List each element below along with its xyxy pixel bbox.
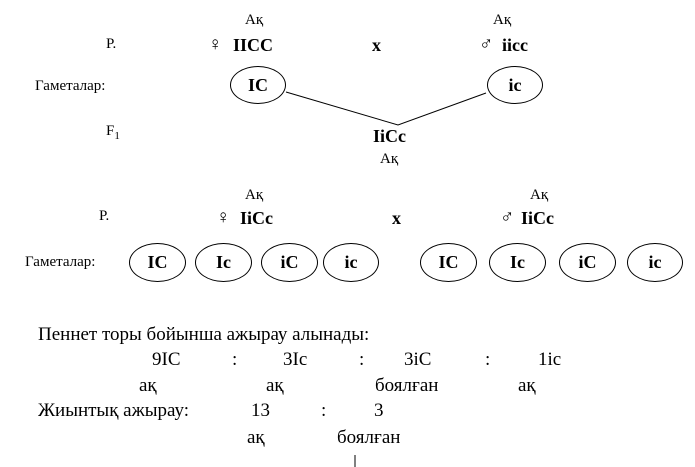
phenotype: боялған [375,375,439,396]
ratio-item: 9IC [152,349,181,370]
female-sign-icon: ♀ [208,34,223,55]
male-sign-icon: ♂ [479,34,494,55]
p-label: Р. [99,208,110,224]
total-ratio-separator: : [321,400,327,421]
male-genotype: iicc [502,35,528,55]
gametes-label: Гаметалар: [25,254,96,270]
ratio-separator: : [485,349,491,370]
p-label: Р. [106,36,117,52]
total-phenotype: боялған [337,427,401,448]
female-genotype: IiCc [240,208,273,228]
f1-label-text: F [106,123,115,139]
male-sign-icon: ♂ [500,207,515,228]
female-gamete: ic [323,243,379,282]
phenotype: ақ [139,375,157,396]
female-phenotype: Ақ [245,187,264,203]
male-gamete: ic [627,243,683,282]
ratio-item: 3iC [404,349,432,370]
total-ratio-item: 3 [374,400,384,421]
female-gamete: IC [129,243,186,282]
f1-cross-line [285,91,487,126]
female-sign-icon: ♀ [216,207,231,228]
gamete: ic [487,66,543,104]
male-phenotype: Ақ [530,187,549,203]
f1-label: F1 [106,124,120,142]
total-ratio-item: 13 [251,400,270,421]
result-heading: Пеннет торы бойынша ажырау алынады: [38,324,370,345]
male-gamete: Ic [489,243,546,282]
f1-subscript: 1 [114,130,120,142]
cross-sign: x [372,35,381,55]
male-phenotype: Ақ [493,12,512,28]
gametes-label: Гаметалар: [35,78,106,94]
f1-phenotype: Ақ [380,151,399,167]
ratio-item: 3Ic [283,349,308,370]
female-genotype: IICC [233,35,274,55]
gamete: IC [230,66,286,104]
female-phenotype: Ақ [245,12,264,28]
female-gamete: Ic [195,243,252,282]
male-gamete: iC [559,243,616,282]
f1-genotype: IiCc [373,126,406,146]
cross-sign: x [392,208,401,228]
total-label: Жиынтық ажырау: [38,400,189,421]
ratio-separator: : [232,349,238,370]
female-gamete: iC [261,243,318,282]
male-genotype: IiCc [521,208,554,228]
phenotype: ақ [518,375,536,396]
ratio-item: 1ic [538,349,562,370]
ratio-separator: : [359,349,365,370]
phenotype: ақ [266,375,284,396]
total-phenotype: ақ [247,427,265,448]
male-gamete: IC [420,243,477,282]
